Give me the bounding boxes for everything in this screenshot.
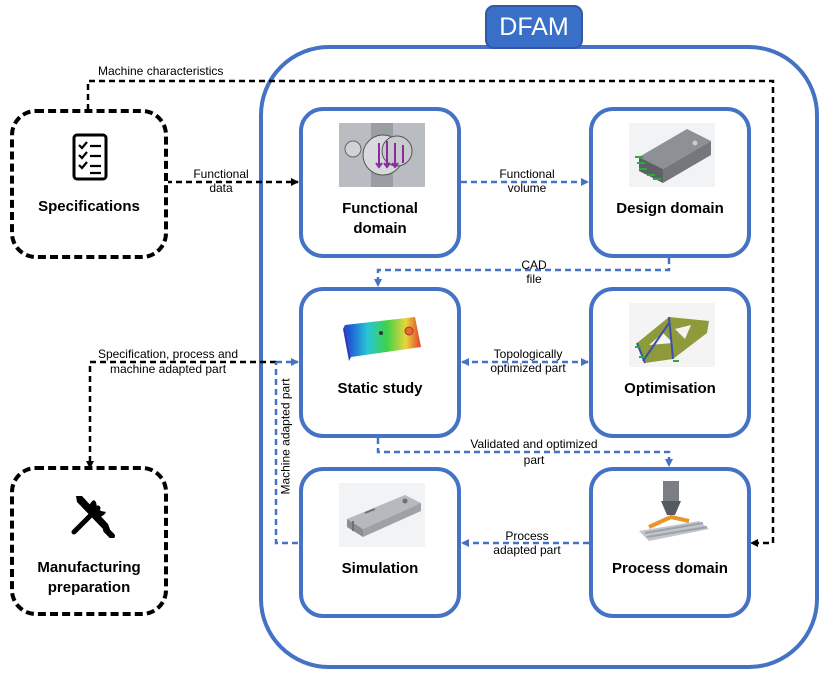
tools-icon: [71, 496, 115, 538]
manufacturing-label-1: Manufacturing: [37, 559, 141, 576]
functional-domain-box: Functional domain: [299, 107, 461, 258]
label-machine-adapted: Machine adapted part: [278, 378, 293, 495]
static-study-image: [339, 303, 425, 367]
functional-domain-label-2: domain: [353, 220, 407, 237]
label-topo-1: Topologically: [493, 347, 563, 361]
process-domain-label: Process domain: [612, 560, 728, 577]
static-study-label: Static study: [337, 380, 423, 397]
label-cad-file-1: CAD: [521, 258, 547, 272]
label-validated-2: part: [523, 453, 545, 467]
checklist-icon: [72, 133, 108, 181]
simulation-image: [339, 483, 425, 547]
label-functional-data-1: Functional: [193, 167, 249, 181]
optimisation-box: Optimisation: [589, 287, 751, 438]
static-study-box: Static study: [299, 287, 461, 438]
label-process-adapted-2: adapted part: [493, 543, 561, 557]
design-domain-label: Design domain: [616, 200, 724, 217]
optimisation-label: Optimisation: [624, 380, 716, 397]
edge-validated: [376, 438, 673, 467]
label-cad-file-2: file: [526, 272, 542, 286]
process-domain-image: [629, 481, 715, 545]
manufacturing-label-2: preparation: [47, 579, 131, 596]
label-functional-data-2: data: [209, 181, 233, 195]
label-spec-process-2: machine adapted part: [109, 362, 227, 376]
functional-domain-label-1: Functional: [342, 200, 418, 217]
label-process-adapted-1: Process: [505, 529, 549, 543]
optimisation-image: [629, 303, 715, 367]
manufacturing-box: Manufacturing preparation: [10, 466, 168, 616]
label-topo-2: optimized part: [490, 361, 566, 375]
label-functional-volume-2: volume: [507, 181, 547, 195]
design-domain-image: [629, 123, 715, 187]
functional-domain-image: [339, 123, 425, 187]
edge-cad-file: [374, 258, 671, 287]
edge-machine-adapted: [274, 362, 298, 545]
edge-machine-characteristics: [86, 79, 775, 547]
design-domain-box: Design domain: [589, 107, 751, 258]
label-spec-process-1: Specification, process and: [97, 347, 239, 361]
label-machine-characteristics: Machine characteristics: [98, 64, 224, 78]
simulation-box: Simulation: [299, 467, 461, 618]
edge-to-manufacturing: [86, 360, 276, 469]
label-functional-volume-1: Functional: [499, 167, 555, 181]
dfam-title: DFAM: [485, 5, 583, 49]
label-validated-1: Validated and optimized: [470, 437, 598, 451]
process-domain-box: Process domain: [589, 467, 751, 618]
specifications-box: Specifications: [10, 109, 168, 259]
specifications-label: Specifications: [38, 198, 140, 215]
simulation-label: Simulation: [341, 560, 419, 577]
